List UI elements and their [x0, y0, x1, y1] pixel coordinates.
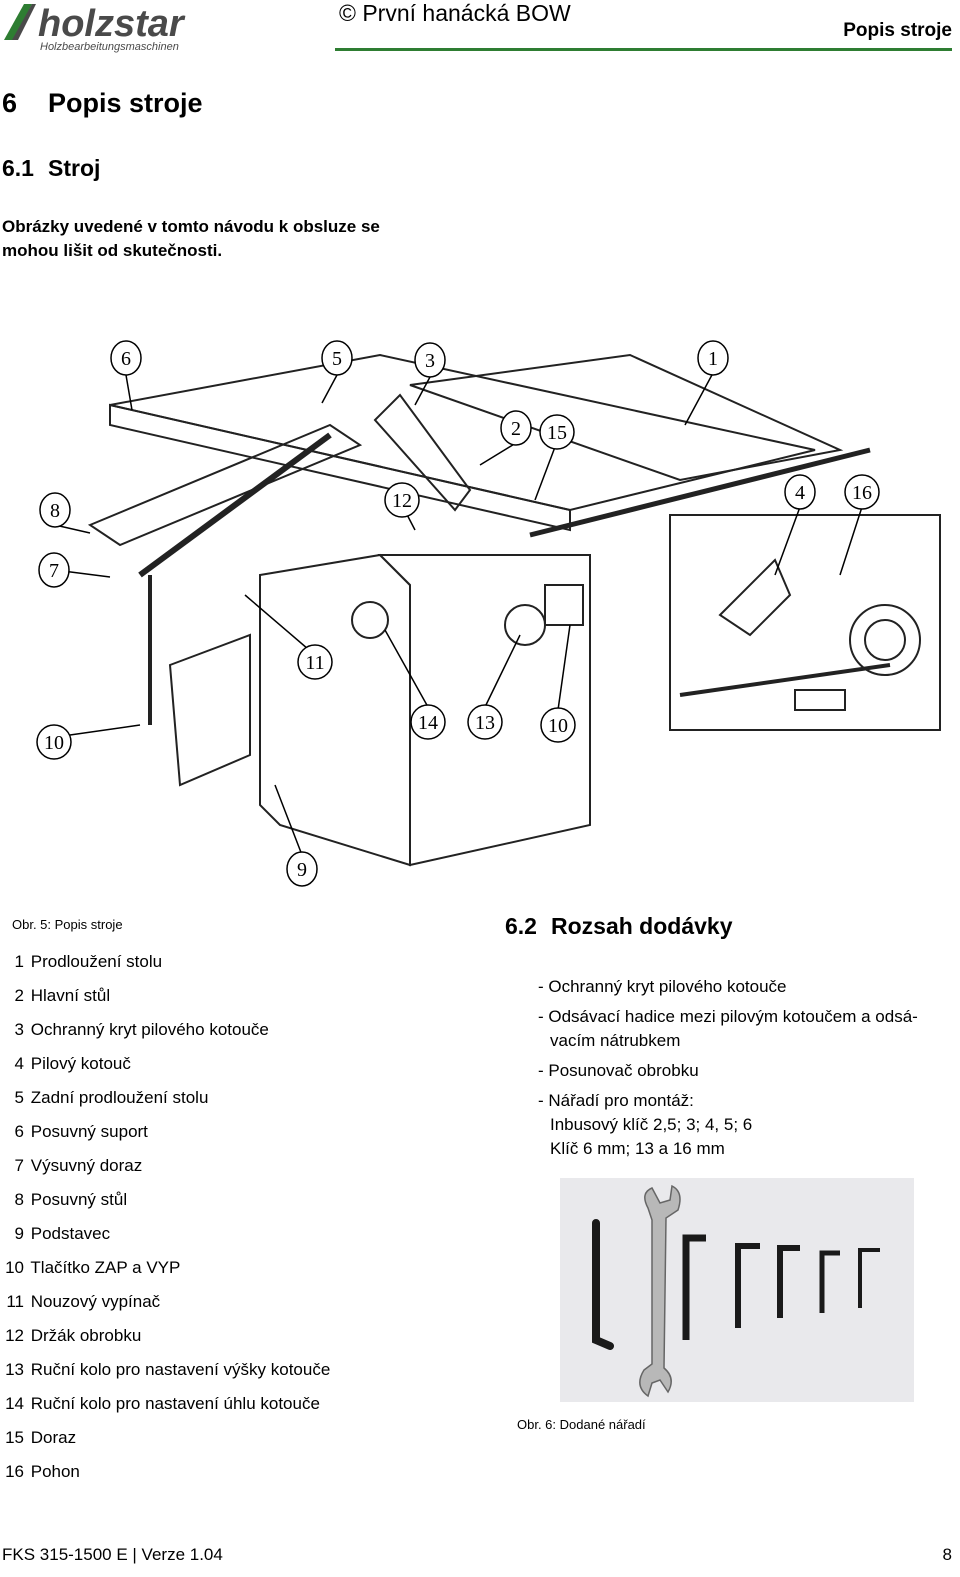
callout-4: 4 [784, 474, 816, 510]
callout-11: 11 [297, 644, 333, 680]
svg-text:8: 8 [50, 500, 60, 522]
machine-drawing: 1 2 3 4 5 6 7 8 9 10 10 11 12 13 14 15 1… [36, 340, 941, 887]
subsection2-number: 6.2 [505, 913, 537, 939]
list-item: 3 Ochranný kryt pilového kotouče [14, 1020, 269, 1039]
svg-text:15: 15 [547, 422, 567, 444]
section-heading: 6 Popis stroje [2, 88, 203, 119]
list-item: 16 Pohon [5, 1462, 80, 1481]
svg-text:10: 10 [44, 732, 64, 754]
svg-text:10: 10 [548, 715, 568, 737]
footer-model: FKS 315-1500 E | Verze 1.04 [2, 1545, 223, 1564]
callout-1: 1 [697, 340, 729, 376]
list-item: 1 Prodloužení stolu [14, 952, 163, 971]
callout-6: 6 [110, 340, 142, 376]
svg-text:12: 12 [392, 490, 412, 512]
list-item: 6 Posuvný suport [14, 1122, 148, 1141]
delivery-scope-list: - Ochranný kryt pilového kotouče - Odsáv… [538, 975, 948, 1161]
svg-text:11: 11 [305, 652, 324, 674]
list-item: 9 Podstavec [14, 1224, 111, 1243]
list-item: 10 Tlačítko ZAP a VYP [5, 1258, 181, 1277]
tools-photo [560, 1178, 914, 1402]
intro-paragraph: Obrázky uvedené v tomto návodu k obsluze… [2, 217, 380, 260]
callout-5: 5 [321, 340, 353, 376]
figure6-caption: Obr. 6: Dodané nářadí [517, 1417, 646, 1432]
list-item: 11 Nouzový vypínač [6, 1292, 161, 1311]
list-item: 8 Posuvný stůl [14, 1190, 128, 1209]
callout-16: 16 [844, 474, 880, 510]
list-item: 5 Zadní prodloužení stolu [14, 1088, 209, 1107]
svg-text:1: 1 [708, 348, 718, 370]
callout-15: 15 [539, 414, 575, 450]
tools-line: Klíč 6 mm; 13 a 16 mm [550, 1139, 725, 1158]
list-item: 15 Doraz [5, 1428, 77, 1447]
svg-text:5: 5 [332, 348, 342, 370]
subsection-heading-6-1: 6.1 Stroj [2, 155, 100, 182]
callout-13: 13 [467, 704, 503, 740]
list-item: 4 Pilový kotouč [14, 1054, 131, 1073]
callout-3: 3 [414, 342, 446, 378]
svg-text:2: 2 [511, 418, 521, 440]
callout-8: 8 [39, 492, 71, 528]
svg-text:9: 9 [297, 859, 307, 881]
list-item: - Odsávací hadice mezi pilovým kotoučem … [538, 1007, 918, 1050]
callout-2: 2 [500, 410, 532, 446]
tools-line: Inbusový klíč 2,5; 3; 4, 5; 6 [550, 1115, 753, 1134]
copyright-text: © První hanácká BOW [339, 0, 571, 26]
section-title: Popis stroje [48, 88, 203, 118]
list-item: 7 Výsuvný doraz [14, 1156, 143, 1175]
svg-text:4: 4 [795, 482, 805, 504]
list-item: - Ochranný kryt pilového kotouče [538, 977, 787, 996]
subsection2-title: Rozsah dodávky [551, 913, 733, 939]
list-item: 2 Hlavní stůl [14, 986, 111, 1005]
subsection-heading-6-2: 6.2 Rozsah dodávky [505, 913, 733, 940]
figure5-caption: Obr. 5: Popis stroje [12, 917, 123, 932]
list-item: 13 Ruční kolo pro nastavení výšky kotouč… [5, 1360, 331, 1379]
callout-12: 12 [384, 482, 420, 518]
svg-text:7: 7 [49, 560, 59, 582]
svg-text:14: 14 [418, 712, 438, 734]
list-item: - Posunovač obrobku [538, 1061, 699, 1080]
callout-10-left: 10 [36, 724, 72, 760]
subsection-number: 6.1 [2, 155, 34, 181]
callout-14: 14 [410, 704, 446, 740]
svg-text:3: 3 [425, 350, 435, 372]
list-item: 12 Držák obrobku [5, 1326, 142, 1345]
callout-9: 9 [286, 851, 318, 887]
svg-text:16: 16 [852, 482, 872, 504]
svg-text:6: 6 [121, 348, 131, 370]
list-item: 14 Ruční kolo pro nastavení úhlu kotouče [5, 1394, 320, 1413]
logo-subtitle: Holzbearbeitungsmaschinen [40, 41, 179, 53]
list-item: - Nářadí pro montáž: [538, 1091, 694, 1110]
svg-text:13: 13 [475, 712, 495, 734]
parts-list: 1 Prodloužení stolu 2 Hlavní stůl 3 Ochr… [2, 950, 330, 1494]
callout-10-right: 10 [540, 707, 576, 743]
holzstar-logo: holzstar Holzbearbeitungsmaschinen [4, 3, 186, 53]
header-rule [335, 48, 952, 51]
callout-7: 7 [38, 552, 70, 588]
page-number: 8 [942, 1545, 952, 1564]
header-section-title: Popis stroje [843, 20, 952, 41]
logo-text: holzstar [38, 3, 186, 45]
subsection-title: Stroj [48, 155, 101, 181]
section-number: 6 [2, 88, 18, 118]
